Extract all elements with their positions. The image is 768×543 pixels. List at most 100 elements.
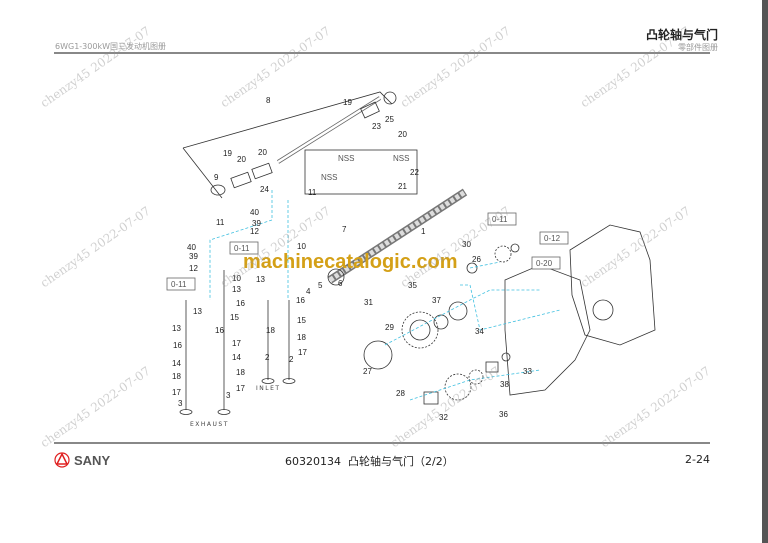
part-callout-40: 40 — [187, 243, 196, 252]
part-callout-9: 9 — [214, 173, 219, 182]
reference-label-0-20: 0-20 — [536, 259, 553, 268]
brand-name: SANY — [74, 452, 111, 468]
part-callout-10: 10 — [297, 242, 306, 251]
part-callout-20: 20 — [237, 155, 246, 164]
pulley-gear — [363, 340, 393, 370]
cylinder-block — [569, 224, 656, 346]
part-callout-38: 38 — [500, 380, 509, 389]
part-callout-36: 36 — [499, 410, 508, 419]
manual-title: 6WG1-300kW国三发动机图册 — [55, 42, 166, 51]
reference-box — [166, 277, 196, 291]
part-callout-21: 21 — [398, 182, 407, 191]
part-callout-24: 24 — [260, 185, 269, 194]
part-callout-2: 2 — [289, 355, 294, 364]
reference-label-0-11: 0-11 — [234, 244, 250, 253]
part-callout-16: 16 — [296, 296, 305, 305]
part-callout-19: 19 — [223, 149, 232, 158]
inlet-label: INLET — [256, 385, 281, 392]
part-callout-13: 13 — [256, 275, 265, 284]
rocker-arm-end — [210, 184, 226, 196]
part-callout-20: 20 — [398, 130, 407, 139]
nss-detail-box — [304, 149, 418, 195]
part-callout-20: 20 — [258, 148, 267, 157]
sany-logo: SANY — [54, 452, 110, 468]
window-edge — [762, 0, 768, 543]
part-callout-13: 13 — [172, 324, 181, 333]
part-callout-23: 23 — [372, 122, 381, 131]
part-callout-26: 26 — [472, 255, 481, 264]
idler-gear — [401, 311, 439, 349]
part-callout-14: 14 — [172, 359, 181, 368]
part-callout-18: 18 — [236, 368, 245, 377]
part-callout-17: 17 — [232, 339, 241, 348]
section-subtitle: 零部件图册 — [678, 43, 718, 52]
rocker-group-bracket — [182, 91, 393, 149]
part-callout-33: 33 — [523, 367, 532, 376]
part-callout-17: 17 — [298, 348, 307, 357]
reference-box — [531, 256, 561, 270]
part-callout-1: 1 — [421, 227, 426, 236]
part-callout-29: 29 — [385, 323, 394, 332]
nss-label: NSS — [393, 154, 409, 163]
part-callout-11: 11 — [308, 188, 317, 197]
part-callout-17: 17 — [236, 384, 245, 393]
part-callout-7: 7 — [342, 225, 347, 234]
part-callout-3: 3 — [226, 391, 231, 400]
timing-case — [504, 264, 591, 396]
sany-logo-icon — [54, 452, 70, 468]
part-callout-6: 6 — [338, 279, 343, 288]
reference-box — [487, 212, 517, 226]
part-callout-37: 37 — [432, 296, 441, 305]
site-watermark: machinecatalogic.com — [243, 251, 458, 273]
part-callout-31: 31 — [364, 298, 373, 307]
part-callout-15: 15 — [230, 313, 239, 322]
part-callout-12: 12 — [250, 227, 259, 236]
camshaft-gear — [327, 268, 345, 286]
part-callout-40: 40 — [250, 208, 259, 217]
part-callout-5: 5 — [318, 281, 323, 290]
reference-label-0-12: 0-12 — [544, 234, 561, 243]
part-callout-22: 22 — [410, 168, 419, 177]
reference-box — [229, 241, 259, 255]
part-callout-16: 16 — [215, 326, 224, 335]
part-callout-16: 16 — [236, 299, 245, 308]
exhaust-label: EXHAUST — [190, 421, 229, 428]
part-callout-30: 30 — [462, 240, 471, 249]
part-callout-11: 11 — [216, 218, 225, 227]
part-callout-13: 13 — [193, 307, 202, 316]
section-title: 凸轮轴与气门 — [645, 28, 718, 42]
part-callout-35: 35 — [408, 281, 417, 290]
footer-divider — [54, 442, 710, 444]
part-code: 60320134 — [285, 455, 341, 468]
page-number: 2-24 — [685, 453, 710, 466]
part-callout-39: 39 — [252, 219, 261, 228]
part-callout-28: 28 — [396, 389, 405, 398]
caption: 凸轮轴与气门（2/2） — [348, 455, 454, 468]
part-callout-39: 39 — [189, 252, 198, 261]
part-callout-14: 14 — [232, 353, 241, 362]
part-callout-15: 15 — [297, 316, 306, 325]
part-callout-12: 12 — [189, 264, 198, 273]
part-callout-8: 8 — [266, 96, 271, 105]
nss-label: NSS — [321, 173, 337, 182]
part-callout-13: 13 — [232, 285, 241, 294]
part-callout-19: 19 — [343, 98, 352, 107]
reference-box — [539, 231, 569, 245]
part-callout-3: 3 — [178, 399, 183, 408]
part-callout-34: 34 — [475, 327, 484, 336]
footer-caption: 60320134 凸轮轴与气门（2/2） — [285, 453, 454, 469]
part-callout-2: 2 — [265, 353, 270, 362]
part-callout-25: 25 — [385, 115, 394, 124]
part-callout-27: 27 — [363, 367, 372, 376]
part-callout-18: 18 — [266, 326, 275, 335]
part-callout-18: 18 — [297, 333, 306, 342]
part-callout-18: 18 — [172, 372, 181, 381]
part-callout-17: 17 — [172, 388, 181, 397]
part-callout-4: 4 — [306, 287, 311, 296]
reference-label-0-11: 0-11 — [171, 280, 187, 289]
reference-label-0-11: 0-11 — [492, 215, 508, 224]
part-callout-32: 32 — [439, 413, 448, 422]
nss-label: NSS — [338, 154, 354, 163]
part-callout-10: 10 — [232, 274, 241, 283]
